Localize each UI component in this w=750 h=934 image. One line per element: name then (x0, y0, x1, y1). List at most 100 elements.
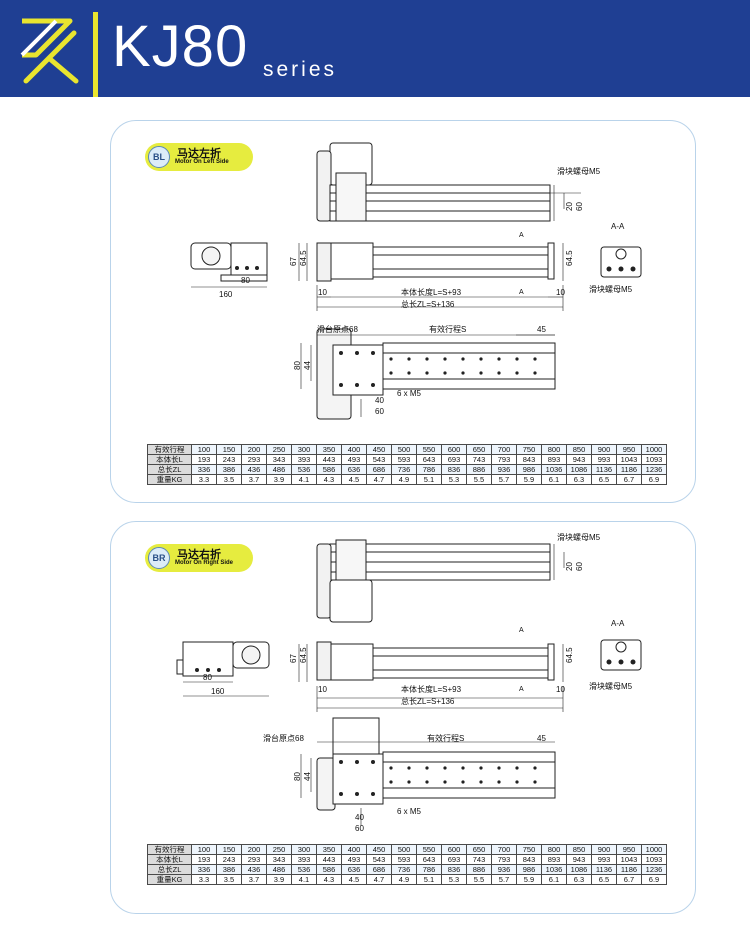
table-cell: 943 (566, 854, 592, 865)
table-cell: 593 (391, 854, 417, 865)
dim-60-bottom: 60 (375, 407, 384, 416)
table-cell: 5.9 (516, 474, 542, 485)
table-cell: 6.3 (566, 874, 592, 885)
table-cell: 543 (366, 854, 392, 865)
table-cell: 6.1 (541, 874, 567, 885)
label-mark-a-2: A (519, 289, 524, 296)
table-cell: 4.1 (291, 474, 317, 485)
table-cell: 1086 (566, 864, 592, 875)
table-cell: 200 (241, 444, 267, 455)
table-cell: 4.3 (316, 874, 342, 885)
label-holes: 6 x M5 (397, 807, 422, 816)
table-cell: 3.3 (191, 874, 217, 885)
row-header: 总长ZL (147, 864, 192, 875)
table-cell: 986 (516, 864, 542, 875)
table-cell: 6.9 (641, 874, 667, 885)
zk-logo-icon (20, 18, 79, 84)
technical-drawing: 滑块螺母M5 A-A 滑块螺母M5 A A 本体长度L=S+93 总长ZL=S+… (176, 532, 642, 833)
table-cell: 343 (266, 854, 292, 865)
table-cell: 250 (266, 444, 292, 455)
table-cell: 800 (541, 444, 567, 455)
table-cell: 1136 (591, 464, 617, 475)
dim-60: 60 (575, 562, 584, 571)
table-cell: 3.3 (191, 474, 217, 485)
table-cell: 400 (341, 444, 367, 455)
table-cell: 550 (416, 444, 442, 455)
dim-10-left: 10 (318, 288, 327, 297)
table-cell: 4.5 (341, 874, 367, 885)
table-cell: 686 (366, 864, 392, 875)
table-cell: 350 (316, 444, 342, 455)
table-cell: 1136 (591, 864, 617, 875)
table-cell: 1186 (616, 864, 642, 875)
table-cell: 786 (416, 864, 442, 875)
dim-10-right: 10 (556, 685, 565, 694)
table-cell: 386 (216, 864, 242, 875)
table-cell: 6.1 (541, 474, 567, 485)
table-cell: 343 (266, 454, 292, 465)
panel-motor-right: BR 马达右折 Motor On Right Side (110, 521, 696, 914)
dim-64-5-right: 64.5 (565, 647, 574, 663)
table-cell: 893 (541, 454, 567, 465)
table-cell: 900 (591, 844, 617, 855)
row-header: 总长ZL (147, 464, 192, 475)
table-cell: 5.5 (466, 474, 492, 485)
table-cell: 5.1 (416, 474, 442, 485)
table-cell: 850 (566, 444, 592, 455)
table-cell: 736 (391, 864, 417, 875)
table-cell: 493 (341, 454, 367, 465)
table-cell: 500 (391, 844, 417, 855)
table-cell: 693 (441, 854, 467, 865)
label-mark-a: A (519, 627, 524, 634)
table-cell: 3.5 (216, 874, 242, 885)
table-cell: 536 (291, 864, 317, 875)
table-cell: 843 (516, 854, 542, 865)
table-cell: 793 (491, 454, 517, 465)
table-cell: 1043 (616, 454, 642, 465)
table-cell: 543 (366, 454, 392, 465)
table-cell: 686 (366, 464, 392, 475)
table-cell: 636 (341, 864, 367, 875)
table-cell: 1043 (616, 854, 642, 865)
table-cell: 5.9 (516, 874, 542, 885)
technical-drawing: 滑块螺母M5 A-A 滑块螺母M5 A A 本体长度L=S+93 总长ZL=S+… (190, 142, 642, 420)
dim-64-5-right: 64.5 (565, 250, 574, 266)
row-header: 本体长L (147, 854, 192, 865)
row-header: 重量KG (147, 474, 192, 485)
table-cell: 193 (191, 454, 217, 465)
variant-title-cn: 马达左折 (177, 148, 221, 160)
table-cell: 6.5 (591, 874, 617, 885)
table-cell: 300 (291, 844, 317, 855)
table-cell: 486 (266, 864, 292, 875)
table-cell: 850 (566, 844, 592, 855)
table-cell: 3.9 (266, 474, 292, 485)
variant-badge: BR 马达右折 Motor On Right Side (145, 544, 253, 572)
label-mark-a-2: A (519, 686, 524, 693)
dim-80-vertical: 80 (293, 772, 302, 781)
table-cell: 986 (516, 464, 542, 475)
table-cell: 3.7 (241, 874, 267, 885)
label-section-nut: 滑块螺母M5 (589, 284, 633, 294)
table-cell: 736 (391, 464, 417, 475)
label-origin: 滑台原点68 (317, 324, 358, 334)
label-stroke: 有效行程S (429, 324, 466, 334)
dim-10-right: 10 (556, 288, 565, 297)
table-cell: 936 (491, 864, 517, 875)
table-cell: 3.7 (241, 474, 267, 485)
table-cell: 436 (241, 864, 267, 875)
label-body-length: 本体长度L=S+93 (401, 287, 462, 297)
table-cell: 586 (316, 464, 342, 475)
table-cell: 936 (491, 464, 517, 475)
table-cell: 1186 (616, 464, 642, 475)
table-cell: 3.9 (266, 874, 292, 885)
page-title: KJ80 (112, 14, 249, 79)
table-cell: 536 (291, 464, 317, 475)
table-cell: 786 (416, 464, 442, 475)
table-cell: 1000 (641, 444, 667, 455)
label-section-aa: A-A (611, 619, 625, 628)
table-cell: 193 (191, 854, 217, 865)
dim-44: 44 (303, 361, 312, 370)
table-cell: 493 (341, 854, 367, 865)
